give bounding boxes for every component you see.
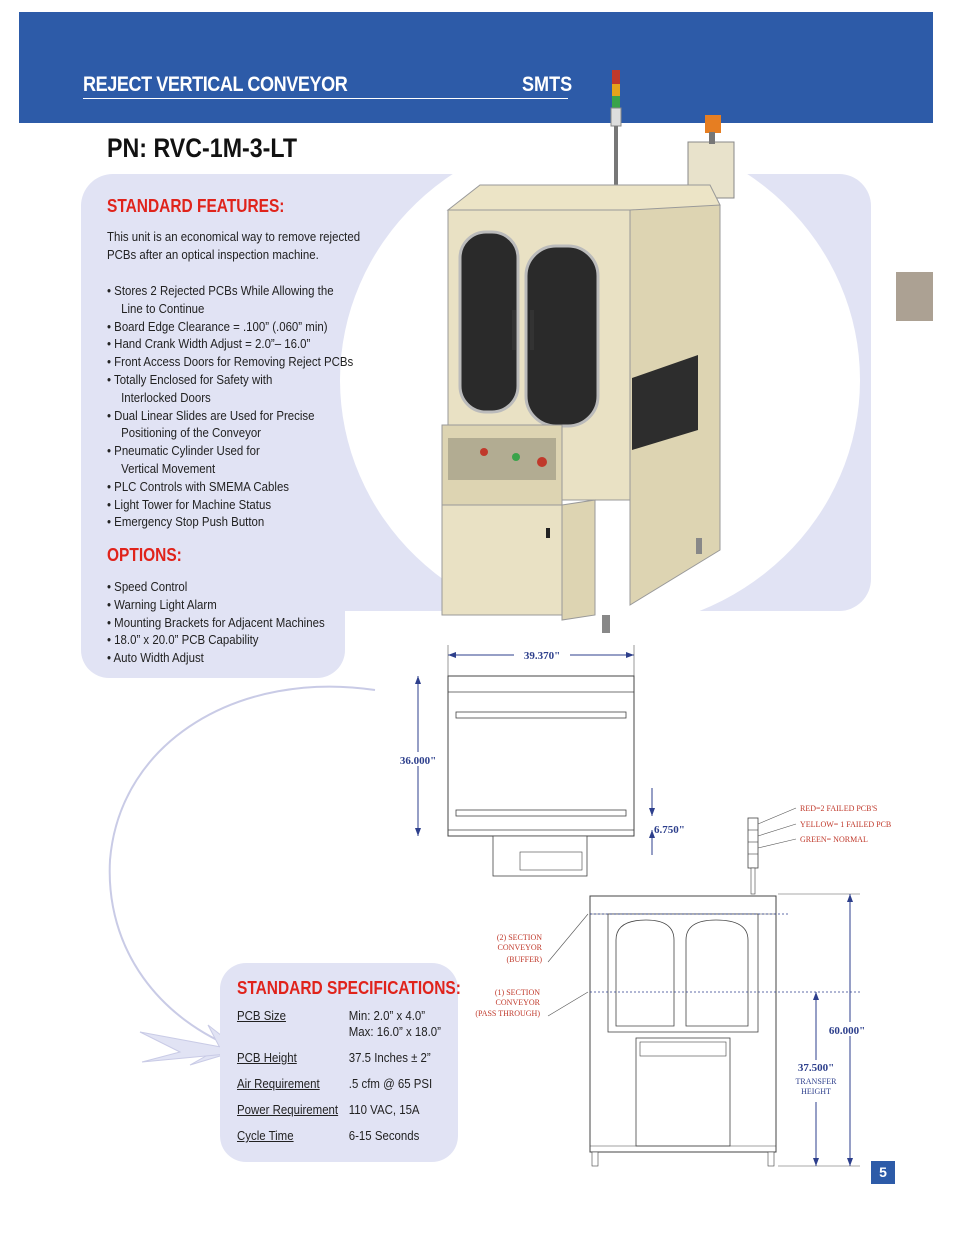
spec-value: Min: 2.0” x 4.0” [348, 1008, 426, 1023]
buffer-note-3: (BUFFER) [506, 955, 542, 964]
width-dimension: 39.370" [524, 650, 560, 662]
light-green-note: GREEN= NORMAL [800, 835, 868, 844]
pass-note-2: CONVEYOR [496, 998, 541, 1007]
pass-note-1: (1) SECTION [495, 988, 540, 997]
spec-value: .5 cfm @ 65 PSI [348, 1076, 433, 1091]
list-item: • Dual Linear Slides are Used for Precis… [107, 407, 315, 441]
list-item: • Front Access Doors for Removing Reject… [107, 354, 354, 370]
list-item: • Hand Crank Width Adjust = 2.0”– 16.0” [107, 336, 311, 352]
list-item: • Board Edge Clearance = .100” (.060” mi… [107, 318, 328, 334]
spec-label: PCB Size [237, 1008, 286, 1023]
spec-value: Max: 16.0” x 18.0” [348, 1024, 441, 1039]
list-item: • Mounting Brackets for Adjacent Machine… [107, 614, 325, 630]
header-banner [19, 12, 933, 123]
section-tab [896, 272, 933, 321]
spec-value: 6-15 Seconds [348, 1128, 420, 1143]
specs-heading: STANDARD SPECIFICATIONS: [237, 978, 461, 998]
brand-label: SMTS [522, 73, 573, 96]
depth-dimension: 36.000" [400, 755, 436, 767]
options-list: • Speed Control • Warning Light Alarm • … [107, 578, 325, 667]
options-heading: OPTIONS: [107, 545, 182, 565]
transfer-label-1: TRANSFER [796, 1077, 838, 1086]
list-item: • 18.0” x 20.0” PCB Capability [107, 632, 259, 648]
transfer-dimension: 37.500" [798, 1062, 834, 1074]
page-title: REJECT VERTICAL CONVEYOR [83, 73, 348, 96]
features-intro-line2: PCBs after an optical inspection machine… [107, 247, 319, 262]
features-heading: STANDARD FEATURES: [107, 196, 285, 216]
spec-label: PCB Height [237, 1050, 297, 1065]
top-view-drawing: 39.370" 36.000" 6.750" [394, 645, 685, 877]
features-intro-line1: This unit is an economical way to remove… [107, 229, 361, 244]
list-item: • Speed Control [107, 579, 188, 594]
spec-value: 110 VAC, 15A [348, 1102, 420, 1117]
list-item: • Emergency Stop Push Button [107, 514, 265, 530]
list-item: • Light Tower for Machine Status [107, 496, 272, 512]
spec-label: Cycle Time [237, 1128, 294, 1143]
options-panel [81, 560, 345, 678]
pass-note-3: (PASS THROUGH) [475, 1009, 540, 1018]
spec-label: Power Requirement [237, 1102, 339, 1117]
offset-dimension: 6.750" [654, 824, 685, 836]
list-item: • Warning Light Alarm [107, 596, 217, 612]
spec-value: 37.5 Inches ± 2” [348, 1050, 431, 1065]
list-item: • PLC Controls with SMEMA Cables [107, 478, 290, 494]
machine-photo [441, 70, 735, 633]
front-view-drawing: RED=2 FAILED PCB'S YELLOW= 1 FAILED PCB … [475, 804, 891, 1167]
buffer-note-2: CONVEYOR [498, 943, 543, 952]
list-item: • Auto Width Adjust [107, 650, 204, 666]
light-yellow-note: YELLOW= 1 FAILED PCB [800, 820, 891, 829]
specs-panel [220, 963, 458, 1162]
features-list: • Stores 2 Rejected PCBs While Allowing … [107, 282, 353, 531]
header-rule [83, 98, 568, 99]
spec-label: Air Requirement [237, 1076, 320, 1091]
buffer-note-1: (2) SECTION [497, 933, 542, 942]
page-number: 5 [871, 1161, 895, 1184]
height-dimension: 60.000" [829, 1025, 865, 1037]
list-item: • Stores 2 Rejected PCBs While Allowing … [107, 283, 334, 316]
transfer-label-2: HEIGHT [801, 1087, 831, 1096]
light-red-note: RED=2 FAILED PCB'S [800, 804, 877, 813]
part-number: PN: RVC-1M-3-LT [107, 133, 298, 163]
